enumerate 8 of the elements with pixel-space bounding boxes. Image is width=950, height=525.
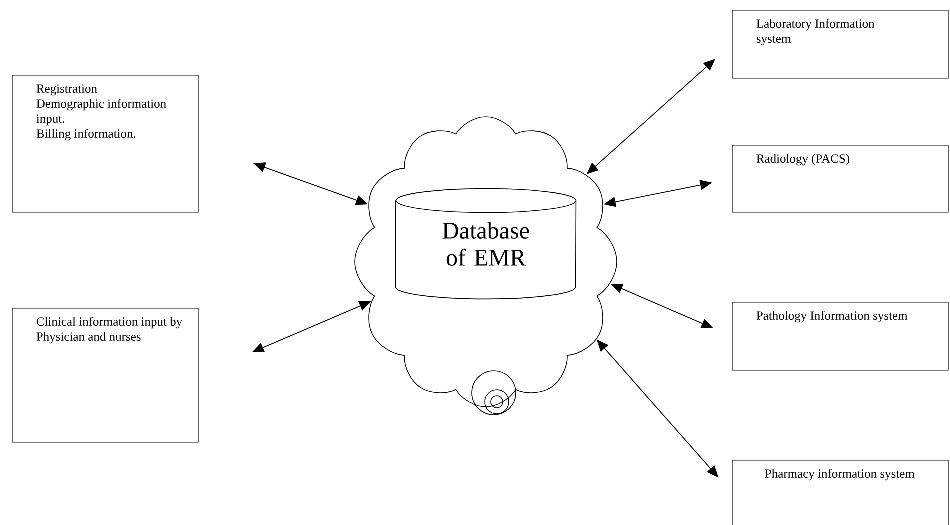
text-box: Clinical information input by Physician and nurses bbox=[12, 308, 199, 443]
text-box: Pathology Information system bbox=[732, 302, 949, 371]
database-cylinder: Database of EMR bbox=[395, 188, 577, 300]
cloud-shape bbox=[354, 116, 618, 408]
text-box: Laboratory Information system bbox=[732, 10, 949, 79]
text-box: Radiology (PACS) bbox=[732, 145, 949, 213]
text-box: Registration Demographic information input. Billing information. bbox=[12, 75, 199, 213]
text-box: Pharmacy information system bbox=[732, 460, 949, 525]
